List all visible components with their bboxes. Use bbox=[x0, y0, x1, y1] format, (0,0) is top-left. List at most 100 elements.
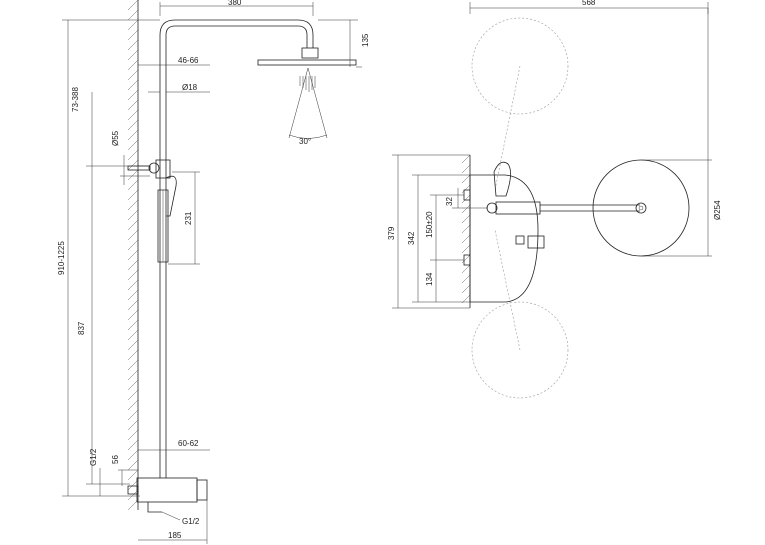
hatch-line bbox=[127, 149, 139, 161]
hatch-line bbox=[127, 109, 139, 121]
hatch-line bbox=[127, 239, 139, 251]
hatch-line bbox=[127, 69, 139, 81]
hatch-line bbox=[127, 139, 139, 151]
dim-height-342: 342 bbox=[407, 231, 416, 245]
hatch-line bbox=[127, 59, 139, 71]
hatch-line bbox=[127, 499, 139, 511]
hatch-line bbox=[461, 284, 471, 294]
dim-centers: 150±20 bbox=[425, 211, 434, 238]
hatch-line bbox=[127, 289, 139, 301]
hatch-line bbox=[127, 229, 139, 241]
hatch-line bbox=[127, 29, 139, 41]
hatch-line bbox=[127, 99, 139, 111]
hatch-line bbox=[127, 269, 139, 281]
hatch-line bbox=[127, 39, 139, 51]
hatch-line bbox=[127, 339, 139, 351]
side-dimensions bbox=[62, 2, 362, 544]
hatch-line bbox=[461, 244, 471, 254]
hatch-line bbox=[127, 189, 139, 201]
hatch-line bbox=[127, 299, 139, 311]
dim-height-379: 379 bbox=[387, 226, 396, 240]
hatch-line bbox=[127, 119, 139, 131]
hatch-line bbox=[127, 419, 139, 431]
wall-bracket bbox=[127, 159, 171, 179]
shower-head-side bbox=[257, 47, 357, 66]
arm-top bbox=[540, 204, 640, 212]
hatch-line bbox=[127, 459, 139, 471]
dim-inlet-offset: 56 bbox=[111, 455, 120, 464]
mixer-top bbox=[463, 174, 545, 303]
hatch-line bbox=[127, 399, 139, 411]
dim-projection: 185 bbox=[168, 531, 182, 540]
hatch-line bbox=[461, 274, 471, 284]
hatch-line bbox=[127, 349, 139, 361]
hatch-line bbox=[461, 234, 471, 244]
hatch-line bbox=[127, 49, 139, 61]
ghost-heads bbox=[471, 17, 569, 399]
dim-outlet-thread: G1/2 bbox=[182, 517, 200, 526]
hatch-line bbox=[461, 194, 471, 204]
dim-bracket-diameter: Ø55 bbox=[111, 130, 120, 146]
hatch-line bbox=[127, 409, 139, 421]
hatch-line bbox=[127, 9, 139, 21]
hatch-line bbox=[127, 19, 139, 31]
hatch-line bbox=[127, 79, 139, 91]
hatch-line bbox=[461, 154, 471, 164]
hatch-line bbox=[127, 199, 139, 211]
hatch-line bbox=[127, 249, 139, 261]
hatch-line bbox=[461, 204, 471, 214]
wall-hatch bbox=[127, 0, 139, 511]
dim-inlet-thread: G1/2 bbox=[89, 448, 98, 466]
spray-cone bbox=[288, 67, 328, 139]
hatch-line bbox=[127, 159, 139, 171]
dim-offset-32: 32 bbox=[445, 197, 454, 206]
dim-handshower-length: 231 bbox=[184, 211, 193, 225]
hatch-line bbox=[461, 174, 471, 184]
hatch-line bbox=[127, 309, 139, 321]
dim-mixer-gap: 60-62 bbox=[178, 439, 199, 448]
hatch-line bbox=[127, 389, 139, 401]
dim-head-arm-width: 380 bbox=[228, 0, 242, 7]
hatch-line bbox=[461, 224, 471, 234]
hatch-line bbox=[127, 259, 139, 271]
dim-head-height: 135 bbox=[361, 33, 370, 47]
dim-head-diameter: Ø254 bbox=[713, 200, 722, 220]
dim-angle: 30° bbox=[299, 137, 311, 146]
dim-lower-pipe: 837 bbox=[77, 321, 86, 335]
hatch-line bbox=[127, 429, 139, 441]
side-view: 380 135 46-66 Ø18 30° 73-388 Ø55 231 910… bbox=[57, 0, 370, 544]
hatch-line bbox=[127, 439, 139, 451]
hatch-line bbox=[127, 469, 139, 481]
hatch-line bbox=[127, 169, 139, 181]
riser-pipe bbox=[159, 19, 314, 478]
hatch-line bbox=[127, 219, 139, 231]
hatch-line bbox=[461, 214, 471, 224]
hatch-line bbox=[127, 369, 139, 381]
hatch-line bbox=[127, 279, 139, 291]
dim-offset-134: 134 bbox=[425, 272, 434, 286]
hatch-line bbox=[127, 179, 139, 191]
hatch-line bbox=[461, 184, 471, 194]
top-view: 568 379 342 150±20 32 134 Ø254 bbox=[387, 0, 722, 399]
hatch-line bbox=[127, 0, 139, 11]
hatch-line bbox=[461, 164, 471, 174]
hatch-line bbox=[127, 89, 139, 101]
dim-total-height: 910-1225 bbox=[57, 241, 66, 275]
hatch-line bbox=[127, 129, 139, 141]
handshower-top bbox=[486, 161, 541, 215]
hatch-line bbox=[127, 449, 139, 461]
hatch-line bbox=[461, 294, 471, 304]
hatch-line bbox=[127, 359, 139, 371]
hand-shower bbox=[157, 175, 177, 263]
dim-wall-gap: 46-66 bbox=[178, 56, 199, 65]
hatch-line bbox=[127, 479, 139, 491]
hatch-line bbox=[127, 489, 139, 501]
dim-upper-adjust: 73-388 bbox=[71, 87, 80, 112]
top-wall-hatch bbox=[461, 154, 471, 304]
top-dimensions bbox=[392, 2, 712, 309]
hatch-line bbox=[127, 209, 139, 221]
shower-head-top bbox=[592, 159, 690, 257]
thermostat-mixer bbox=[127, 477, 208, 513]
hatch-line bbox=[127, 319, 139, 331]
